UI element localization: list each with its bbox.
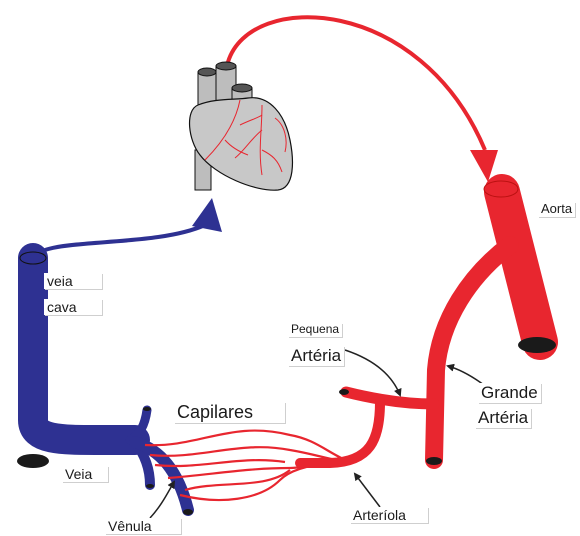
small-artery-vessel — [346, 392, 434, 404]
label-venula: Vênula — [105, 518, 181, 534]
label-grande: Grande — [478, 383, 541, 403]
label-aorta: Aorta — [538, 202, 575, 217]
label-veia: Veia — [62, 466, 108, 482]
vein-system — [33, 258, 188, 510]
vena-cava-flow-arrowhead — [192, 198, 222, 232]
pointer-arteriole — [355, 474, 380, 507]
label-arteria-big: Artéria — [475, 408, 531, 428]
label-veia-cava-line2: cava — [44, 299, 102, 315]
label-veia-cava-line1: veia — [44, 273, 102, 289]
aorta-end — [518, 337, 556, 353]
aorta-vessel — [502, 192, 540, 342]
large-artery-vessel — [434, 245, 510, 460]
label-capilares: Capilares — [174, 402, 285, 423]
label-arteriola: Arteríola — [350, 507, 428, 523]
vena-cava-flow-arc — [33, 225, 205, 262]
label-arteria-small: Artéria — [288, 346, 344, 366]
heart-illustration — [190, 62, 293, 190]
label-pequena: Pequena — [288, 323, 342, 337]
vena-cava-end — [17, 454, 49, 468]
